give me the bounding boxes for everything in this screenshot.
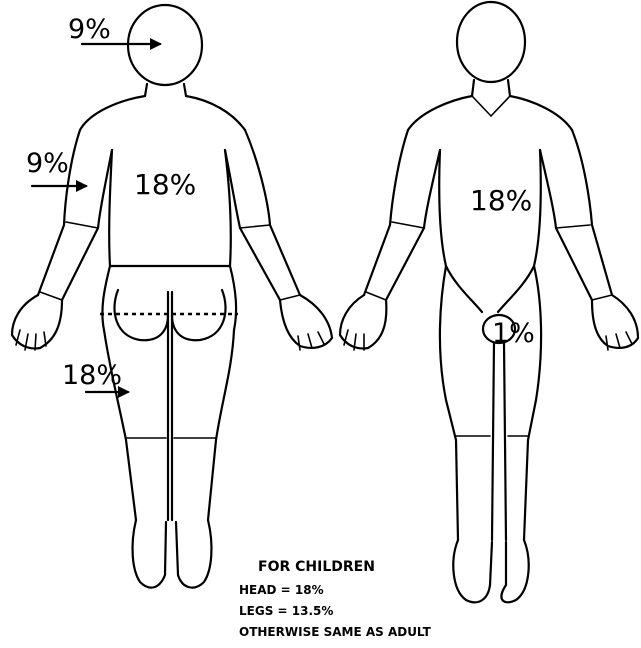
children-note-head: HEAD = 18% <box>239 583 324 597</box>
front-left-fingers <box>344 330 364 350</box>
back-arm-arrow-head <box>76 180 88 192</box>
front-legs-inner <box>492 343 506 540</box>
front-arm-joints <box>366 222 612 300</box>
back-hips <box>102 266 236 330</box>
front-left-hand <box>340 295 386 348</box>
front-groin-lines <box>446 266 534 312</box>
back-left-foot <box>133 520 166 588</box>
front-collar <box>472 96 510 116</box>
back-shoulders <box>80 96 245 130</box>
back-leg-percent: 18% <box>62 360 122 391</box>
back-body-figure <box>12 5 332 588</box>
back-leg-arrow-head <box>118 386 130 398</box>
front-right-arm <box>540 130 612 300</box>
front-trunk-percent: 18% <box>470 184 532 217</box>
front-left-foot <box>453 540 492 602</box>
back-trunk-percent: 18% <box>134 168 196 201</box>
back-legs-inner <box>168 292 172 520</box>
front-head <box>457 2 525 82</box>
front-left-arm <box>364 130 440 300</box>
front-groin-percent: 1% <box>492 318 535 349</box>
children-note-other: OTHERWISE SAME AS ADULT <box>239 625 432 639</box>
front-right-foot <box>501 540 528 602</box>
back-right-foot <box>176 520 211 588</box>
children-note-legs: LEGS = 13.5% <box>239 604 333 618</box>
front-right-hand <box>592 295 638 348</box>
back-buttocks <box>114 290 225 340</box>
back-head-percent: 9% <box>68 14 111 45</box>
front-legs-outer <box>440 266 541 540</box>
back-arm-percent: 9% <box>26 148 69 179</box>
front-shoulders <box>408 96 572 130</box>
children-note-title: FOR CHILDREN <box>258 559 375 575</box>
front-body-figure <box>340 2 638 602</box>
back-right-arm <box>225 130 300 300</box>
back-arm-joints <box>40 222 300 300</box>
back-left-hand <box>12 295 62 348</box>
back-right-hand <box>280 295 332 348</box>
back-head-arrow-head <box>150 38 162 50</box>
